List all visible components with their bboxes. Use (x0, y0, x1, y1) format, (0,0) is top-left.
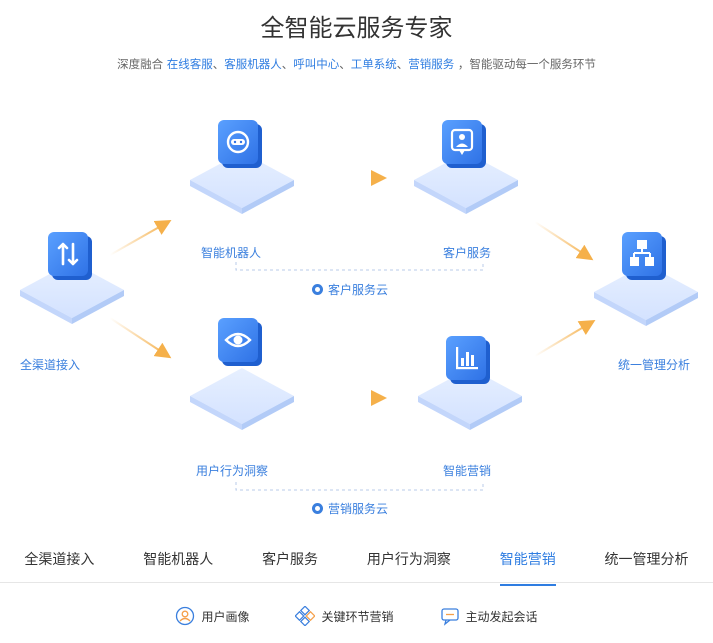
node-label-customer-service: 客户服务 (443, 246, 492, 260)
subtitle-link-marketing[interactable]: 营销服务 (408, 57, 455, 71)
node-omnichannel[interactable] (20, 232, 124, 324)
subtitle-link-callcenter[interactable]: 呼叫中心 (293, 57, 340, 71)
marketing-cloud-text: 营销服务云 (328, 502, 389, 516)
feature-key-stage-marketing[interactable]: 关键环节营销 (295, 606, 394, 626)
service-cloud-bracket (235, 262, 484, 271)
chart-circle-icon (312, 503, 323, 514)
subtitle-link-online[interactable]: 在线客服 (166, 57, 213, 71)
tab-marketing[interactable]: 智能营销 (499, 536, 556, 586)
node-label-analytics: 统一管理分析 (618, 358, 691, 372)
arrow-service-analytics (534, 221, 594, 261)
tab-robot[interactable]: 智能机器人 (143, 552, 214, 568)
node-label-omnichannel: 全渠道接入 (20, 358, 81, 372)
page-subtitle: 深度融合 在线客服、客服机器人、呼叫中心、工单系统、营销服务 ，智能驱动每一个服… (0, 56, 713, 72)
subtitle-sep: 、 (281, 57, 294, 71)
feature-label: 用户画像 (201, 609, 250, 624)
tab-customer-service[interactable]: 客户服务 (262, 552, 319, 568)
node-analytics[interactable] (594, 232, 698, 326)
subtitle-link-ticket[interactable]: 工单系统 (350, 57, 397, 71)
arrow-omni-robot (109, 220, 172, 256)
arrow-marketing-analytics (534, 319, 596, 357)
hierarchy-icon (630, 240, 654, 266)
subtitle-link-robot[interactable]: 客服机器人 (224, 57, 282, 71)
subtitle-sep: 、 (396, 57, 409, 71)
page-title: 全智能云服务专家 (260, 14, 453, 42)
feature-user-portrait[interactable]: 用户画像 (175, 606, 249, 626)
eye-icon (224, 332, 252, 348)
marketing-cloud-bracket (235, 482, 484, 491)
node-label-robot: 智能机器人 (201, 246, 262, 260)
diamond-nodes-icon (295, 606, 316, 626)
tab-omnichannel[interactable]: 全渠道接入 (24, 552, 95, 568)
chat-person-icon (450, 128, 474, 155)
robot-icon (226, 130, 250, 154)
subtitle-suffix: ，智能驱动每一个服务环节 (457, 57, 596, 71)
node-robot[interactable] (190, 120, 294, 214)
feature-initiate-chat[interactable]: 主动发起会话 (440, 606, 538, 626)
service-cloud-label: 客户服务云 (312, 281, 388, 298)
service-flow-diagram (20, 120, 698, 491)
feature-label: 主动发起会话 (465, 609, 538, 624)
node-marketing[interactable] (418, 336, 522, 430)
feature-label: 关键环节营销 (321, 609, 394, 624)
node-behavior[interactable] (190, 318, 294, 430)
node-customer-service[interactable] (414, 120, 518, 214)
bar-chart-icon (456, 347, 478, 370)
user-portrait-icon (176, 606, 195, 626)
flow-arrows (109, 170, 596, 406)
feature-tabs: 全渠道接入 智能机器人 客户服务 用户行为洞察 智能营销 统一管理分析 (0, 536, 713, 586)
subtitle-sep: 、 (212, 57, 225, 71)
user-circle-icon (312, 284, 323, 295)
feature-list: 用户画像 关键环节营销 主动发起会话 (0, 606, 713, 626)
node-label-behavior: 用户行为洞察 (196, 464, 269, 478)
tab-analytics[interactable]: 统一管理分析 (604, 552, 689, 568)
chat-bubble-icon (440, 608, 459, 626)
tab-behavior[interactable]: 用户行为洞察 (366, 552, 451, 568)
subtitle-sep: 、 (339, 57, 351, 71)
arrow-omni-behavior (109, 317, 172, 359)
switch-arrows-icon (57, 242, 79, 266)
service-cloud-text: 客户服务云 (328, 283, 389, 297)
subtitle-prefix: 深度融合 (117, 57, 164, 71)
marketing-cloud-label: 营销服务云 (312, 500, 388, 517)
node-label-marketing: 智能营销 (443, 464, 492, 478)
